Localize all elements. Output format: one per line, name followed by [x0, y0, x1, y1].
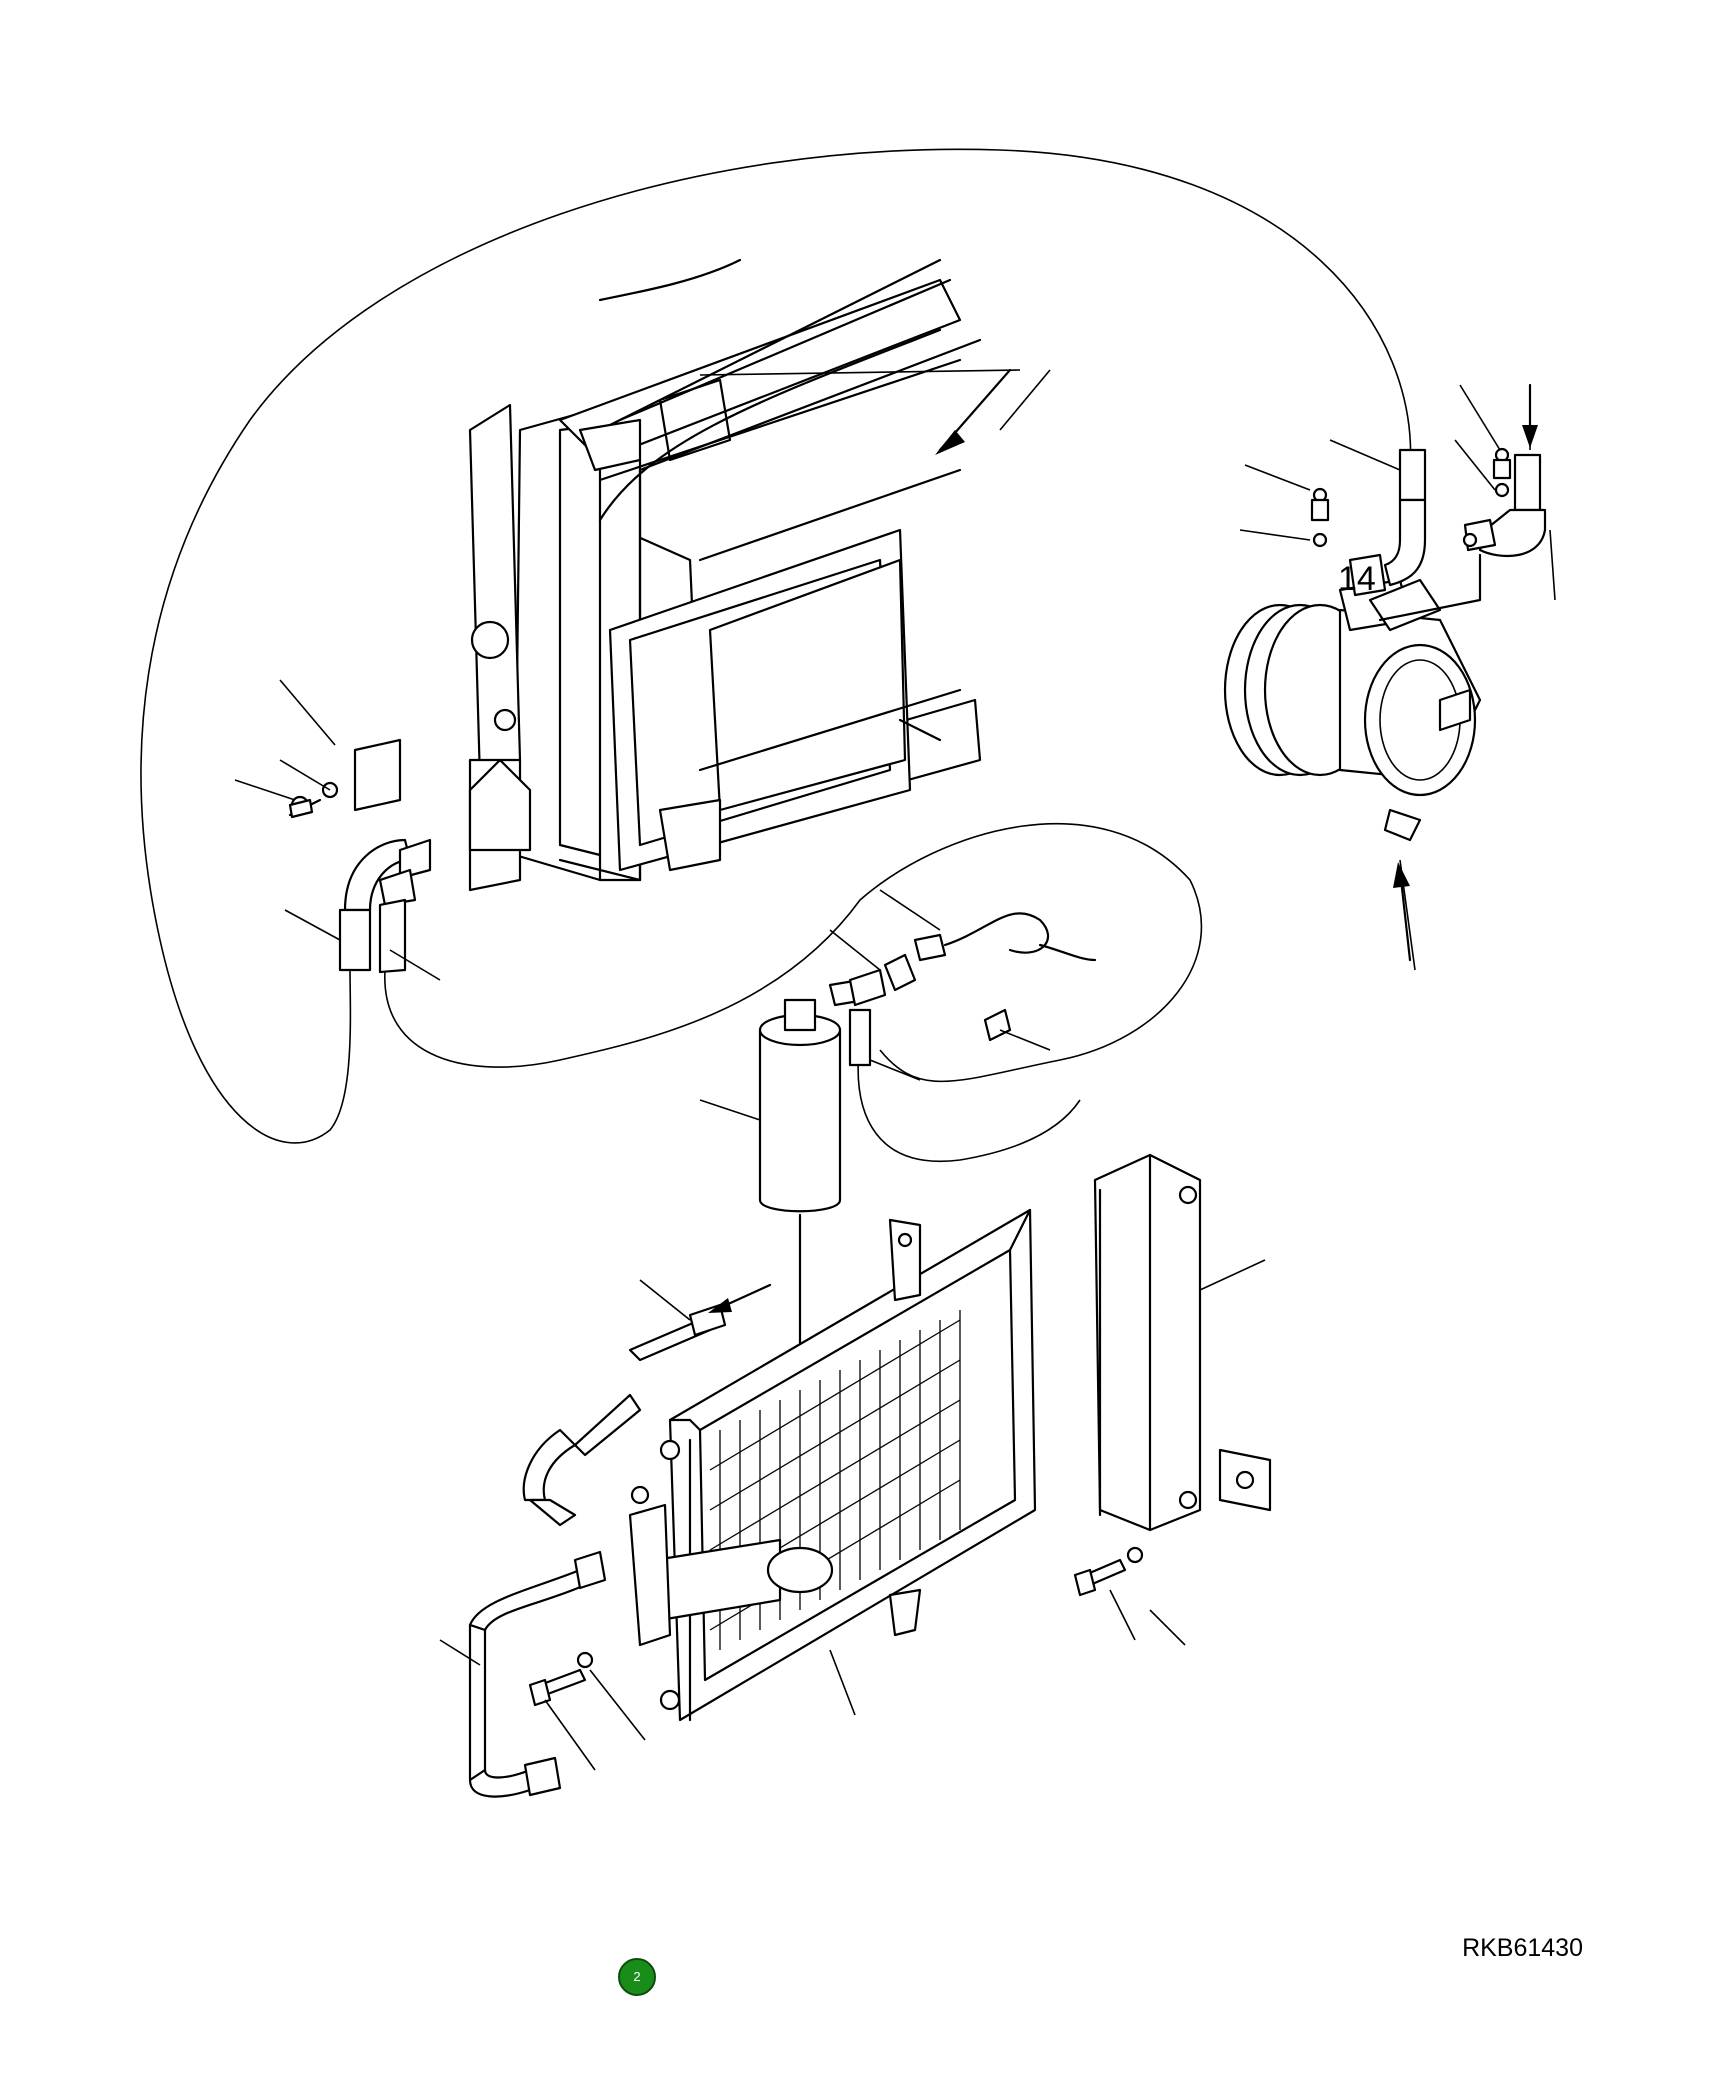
heater-unit — [468, 258, 982, 892]
condenser-bracket — [1093, 1153, 1272, 1532]
direction-arrows — [708, 368, 1538, 1313]
page-marker-button[interactable]: 2 — [618, 1958, 656, 1996]
condenser — [628, 1208, 1037, 1722]
pressure-switch — [883, 912, 1097, 1042]
condenser-fins — [709, 1310, 961, 1650]
part-reference-label: 14 — [1338, 560, 1376, 598]
routing-loop-curves — [140, 148, 1412, 1163]
evaporator-hose-fittings — [288, 738, 432, 974]
condenser-hoses — [468, 1303, 727, 1798]
compressor — [1223, 553, 1482, 842]
compressor-hoses — [1310, 447, 1547, 622]
leader-lines — [234, 369, 1556, 1771]
bolts-and-washers — [288, 798, 1144, 1707]
drawing-code-label: RKB61430 — [1462, 1934, 1583, 1962]
